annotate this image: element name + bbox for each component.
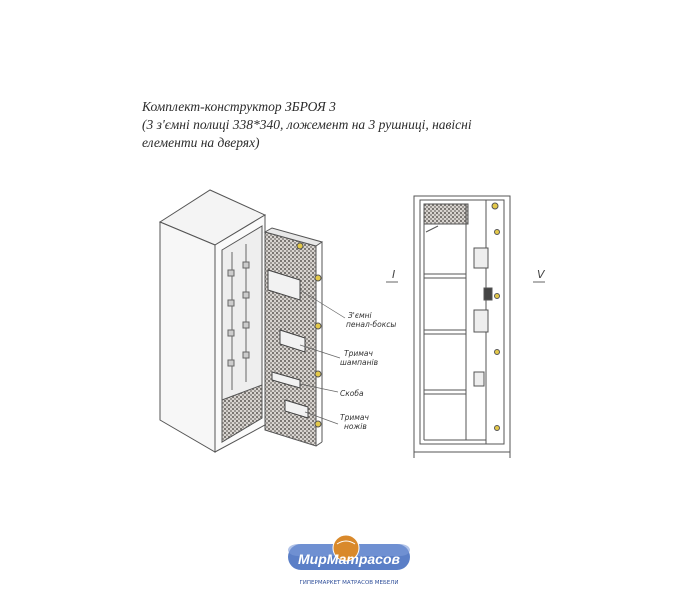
gun-rack [227,244,250,390]
isometric-safe [158,189,346,453]
figure-caption: Комплект-конструктор ЗБРОЯ 3 (3 з'ємні п… [142,98,562,152]
door-attachments [267,269,309,419]
door-bolts [296,242,322,428]
strip-elements [473,247,493,387]
logo-tagline: ГИПЕРМАРКЕТ МАТРАСОВ МЕБЕЛИ [299,580,398,586]
caption-line-1: Комплект-конструктор ЗБРОЯ 3 [142,99,336,114]
section-mark-left: I [392,268,395,281]
callout-boxes: З'ємні пенал-боксы [346,311,396,329]
callout-bracket: Скоба [340,389,364,398]
caption-line-3: елементи на дверях) [142,135,260,150]
front-elevation [386,195,545,458]
safe-floor-mesh [221,384,263,443]
globe-icon [333,535,359,561]
logo-name: МирМатрасов [298,551,401,567]
callout-holder-2: Тримач ножів [340,413,371,431]
section-mark-right: V [537,268,546,281]
top-mesh-panel [423,203,469,225]
shelves [424,273,466,395]
callout-leaders [299,289,346,425]
callout-holder-1: Тримач шампанів [340,349,378,367]
brand-logo: МирМатрасов ГИПЕРМАРКЕТ МАТРАСОВ МЕБЕЛИ [280,530,420,600]
safe-left-side [159,221,216,453]
strip-bolts [491,202,500,431]
cabinet-outer [413,195,511,453]
caption-line-2: (3 з'ємні полиці 338*340, ложемент на 3 … [142,117,472,132]
